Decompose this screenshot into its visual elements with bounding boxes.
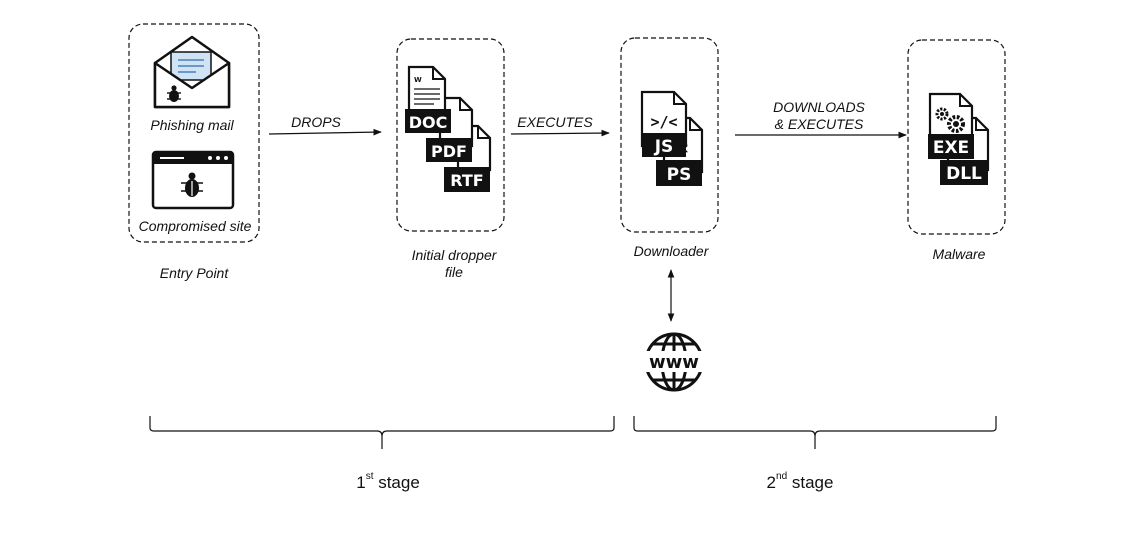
ps-badge: PS (667, 165, 692, 185)
drops-arrow (268, 128, 382, 136)
script-stack-icon: < PS >/< JS (640, 90, 704, 186)
first-stage-brace (149, 416, 615, 449)
second-stage-label: 2nd stage (766, 471, 834, 492)
binary-stack-icon: DLL EXE (928, 92, 990, 185)
rtf-badge: RTF (450, 171, 483, 190)
downloads-label-line2: & EXECUTES (774, 116, 864, 132)
doc-badge: DOC (409, 113, 448, 132)
downloader-caption: Downloader (633, 243, 709, 259)
js-badge: JS (654, 137, 674, 157)
dropper-caption-line2: file (445, 264, 463, 280)
envelope-bug-icon (153, 35, 231, 109)
executes-arrow (510, 129, 610, 137)
exe-badge: EXE (933, 138, 969, 158)
drops-label: DROPS (291, 114, 341, 130)
executes-label: EXECUTES (517, 114, 593, 130)
first-stage-label: 1st stage (356, 471, 420, 492)
compromised-site-label: Compromised site (138, 218, 252, 234)
dropper-caption-line1: Initial dropper (411, 247, 497, 263)
word-tag: W (414, 76, 422, 84)
dropper-caption: Initial dropper file (412, 247, 497, 281)
downloads-label-line1: DOWNLOADS (773, 99, 865, 115)
entry-point-box (128, 23, 260, 243)
malware-caption: Malware (932, 246, 986, 262)
pdf-badge: PDF (431, 142, 467, 161)
dll-badge: DLL (946, 164, 982, 184)
entry-point-caption: Entry Point (159, 265, 229, 281)
malware-box (907, 39, 1006, 235)
www-text: www (649, 352, 699, 373)
downloader-box (620, 37, 719, 233)
globe-www-icon: www (642, 332, 706, 392)
browser-bug-icon (151, 150, 235, 210)
second-stage-brace (633, 416, 997, 449)
js-glyph: >/< (650, 113, 677, 131)
gear-icon (935, 107, 965, 133)
phishing-mail-label: Phishing mail (150, 117, 234, 133)
downloads-executes-label: DOWNLOADS & EXECUTES (773, 99, 865, 133)
document-stack-icon: RTF PDF W DOC (405, 65, 492, 192)
